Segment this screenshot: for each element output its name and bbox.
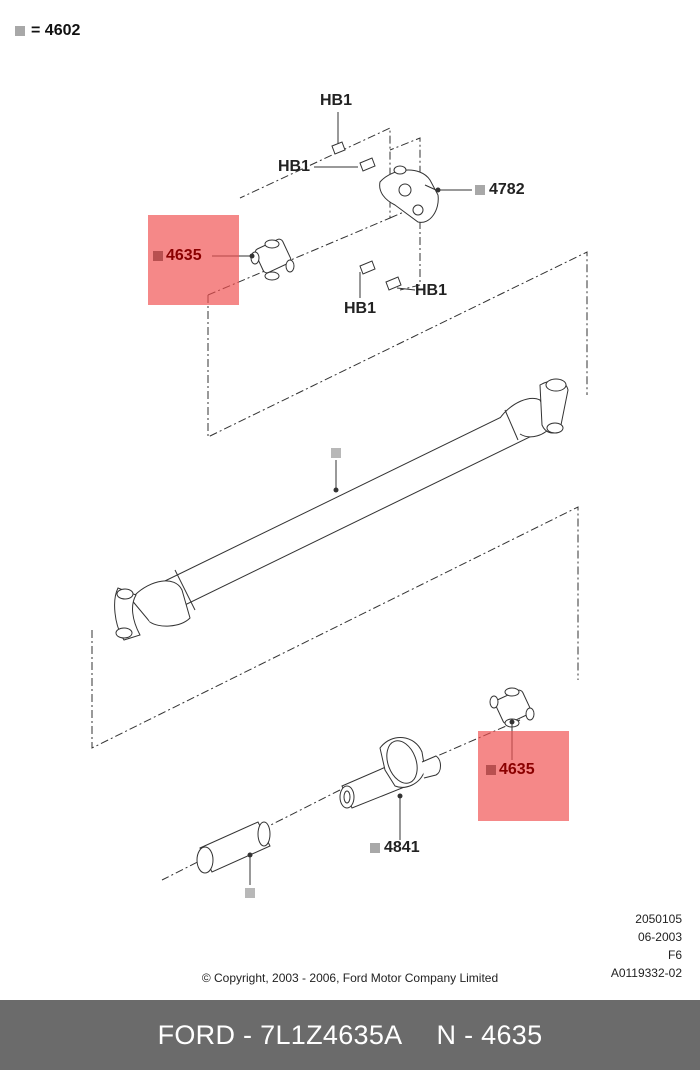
slip-yoke bbox=[339, 737, 441, 809]
part-marker-icon bbox=[370, 843, 380, 853]
footer-bar: FORD - 7L1Z4635A N - 4635 bbox=[0, 1000, 700, 1070]
meta-line: A0119332-02 bbox=[610, 966, 682, 980]
sleeve-marker-icon bbox=[245, 888, 255, 898]
center-bearing-bracket bbox=[379, 165, 439, 223]
sleeve bbox=[196, 821, 271, 874]
meta-line: 06-2003 bbox=[637, 930, 682, 944]
assembly-outline-lower bbox=[91, 506, 579, 749]
driveshaft-drawing bbox=[91, 112, 588, 885]
callout-ujoint-front: 4635 bbox=[153, 247, 202, 265]
part-marker-icon bbox=[475, 185, 485, 195]
callout-label: 4841 bbox=[384, 839, 420, 856]
assembly-outline-upper bbox=[207, 251, 588, 438]
universal-joint-front bbox=[250, 238, 295, 281]
footer-reference: N - 4635 bbox=[436, 1019, 543, 1050]
callout-hb1-right: HB1 bbox=[415, 282, 447, 300]
part-marker-icon bbox=[153, 251, 163, 261]
highlight-box-rear bbox=[478, 731, 569, 821]
meta-line: 2050105 bbox=[635, 912, 682, 926]
callout-hb1-top: HB1 bbox=[320, 92, 352, 110]
callout-bracket: 4782 bbox=[475, 181, 525, 199]
callout-ujoint-rear: 4635 bbox=[486, 761, 535, 779]
callout-label: HB1 bbox=[320, 92, 353, 109]
drawing-meta: 2050105 06-2003 F6 A0119332-02 bbox=[572, 910, 682, 982]
legend-label: = 4602 bbox=[31, 22, 81, 39]
shaft-marker-icon bbox=[331, 448, 341, 458]
universal-joint-rear bbox=[489, 687, 535, 728]
callout-label: HB1 bbox=[278, 158, 311, 175]
exploded-diagram bbox=[91, 112, 588, 885]
legend-marker-icon bbox=[15, 26, 25, 36]
callout-label: HB1 bbox=[344, 300, 377, 317]
bracket-outline bbox=[207, 127, 391, 296]
callout-label: 4635 bbox=[499, 761, 535, 778]
callout-label: HB1 bbox=[415, 282, 448, 299]
callout-hb1-left: HB1 bbox=[278, 158, 310, 176]
legend: = 4602 bbox=[15, 21, 80, 41]
copyright-text: © Copyright, 2003 - 2006, Ford Motor Com… bbox=[201, 971, 499, 985]
callout-slip-yoke: 4841 bbox=[370, 839, 420, 857]
part-marker-icon bbox=[486, 765, 496, 775]
bolts bbox=[331, 141, 402, 291]
callout-label: 4782 bbox=[489, 181, 525, 198]
meta-line: F6 bbox=[667, 948, 682, 962]
highlight-box-front bbox=[148, 215, 239, 305]
footer-part-number: FORD - 7L1Z4635A bbox=[157, 1019, 403, 1050]
rear-yoke bbox=[539, 378, 569, 434]
callout-label: 4635 bbox=[166, 247, 202, 264]
driveshaft-tube bbox=[129, 397, 553, 627]
callout-hb1-bottom: HB1 bbox=[344, 300, 376, 318]
front-yoke bbox=[114, 587, 141, 641]
